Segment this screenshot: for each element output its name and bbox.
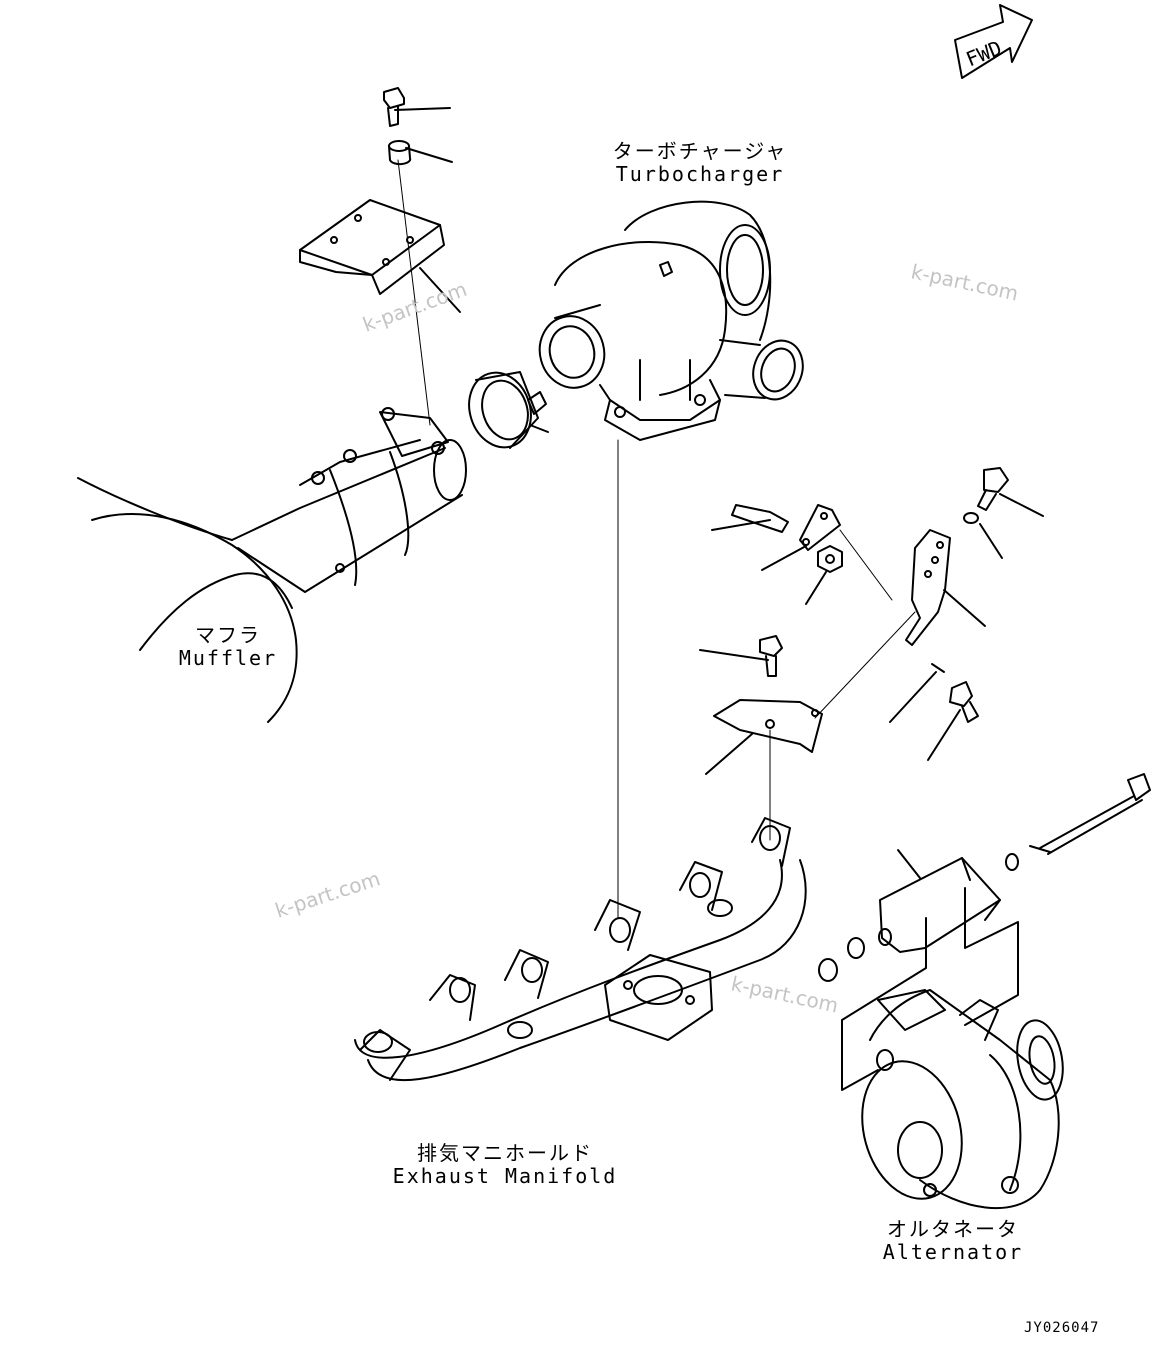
alternator-label-jp: オルタネータ bbox=[887, 1217, 1019, 1241]
watermark-4: k-part.com bbox=[729, 971, 841, 1017]
alternator-icon bbox=[861, 989, 1064, 1210]
muffler-label: マフラ Muffler bbox=[168, 624, 288, 670]
top-bolt-icon bbox=[383, 87, 451, 127]
center-bolt-icon bbox=[699, 635, 783, 677]
turbocharger-icon bbox=[538, 200, 804, 919]
drawing-code: JY026047 bbox=[1024, 1320, 1100, 1336]
exhaust-manifold-label-jp: 排気マニホールド bbox=[417, 1141, 593, 1165]
heat-shield-bracket-icon bbox=[705, 699, 823, 841]
l-bracket-icon bbox=[814, 529, 986, 719]
stud-bolt-icon bbox=[711, 504, 789, 533]
turbocharger-label-jp: ターボチャージャ bbox=[612, 139, 788, 163]
alternator-label: オルタネータ Alternator bbox=[868, 1218, 1038, 1264]
exhaust-manifold-label-en: Exhaust Manifold bbox=[392, 1164, 618, 1188]
alternator-label-en: Alternator bbox=[882, 1240, 1024, 1264]
small-pin-icon bbox=[889, 663, 945, 723]
muffler-label-jp: マフラ bbox=[195, 623, 261, 647]
fwd-arrow-icon: FWD bbox=[954, 4, 1033, 79]
v-band-clamp-icon bbox=[468, 371, 549, 449]
watermark-2: k-part.com bbox=[909, 259, 1021, 305]
muffler-label-en: Muffler bbox=[178, 646, 278, 670]
muffler-bracket-icon bbox=[299, 159, 461, 426]
plate-icon bbox=[761, 504, 893, 601]
exhaust-manifold-label: 排気マニホールド Exhaust Manifold bbox=[390, 1142, 620, 1188]
long-bolt-icon bbox=[897, 773, 1151, 879]
nut-icon bbox=[805, 545, 843, 605]
turbocharger-label-en: Turbocharger bbox=[615, 162, 785, 186]
collar-icon bbox=[388, 140, 453, 166]
turbocharger-label: ターボチャージャ Turbocharger bbox=[600, 140, 800, 186]
alternator-bracket-icon bbox=[818, 857, 1019, 1091]
exhaust-manifold-icon bbox=[354, 817, 807, 1082]
fwd-arrow-label: FWD bbox=[963, 36, 1005, 72]
muffler-icon bbox=[77, 407, 467, 723]
right-bolt-icon bbox=[963, 467, 1044, 559]
watermark-3: k-part.com bbox=[272, 866, 383, 922]
lower-bolt-icon bbox=[927, 681, 979, 761]
